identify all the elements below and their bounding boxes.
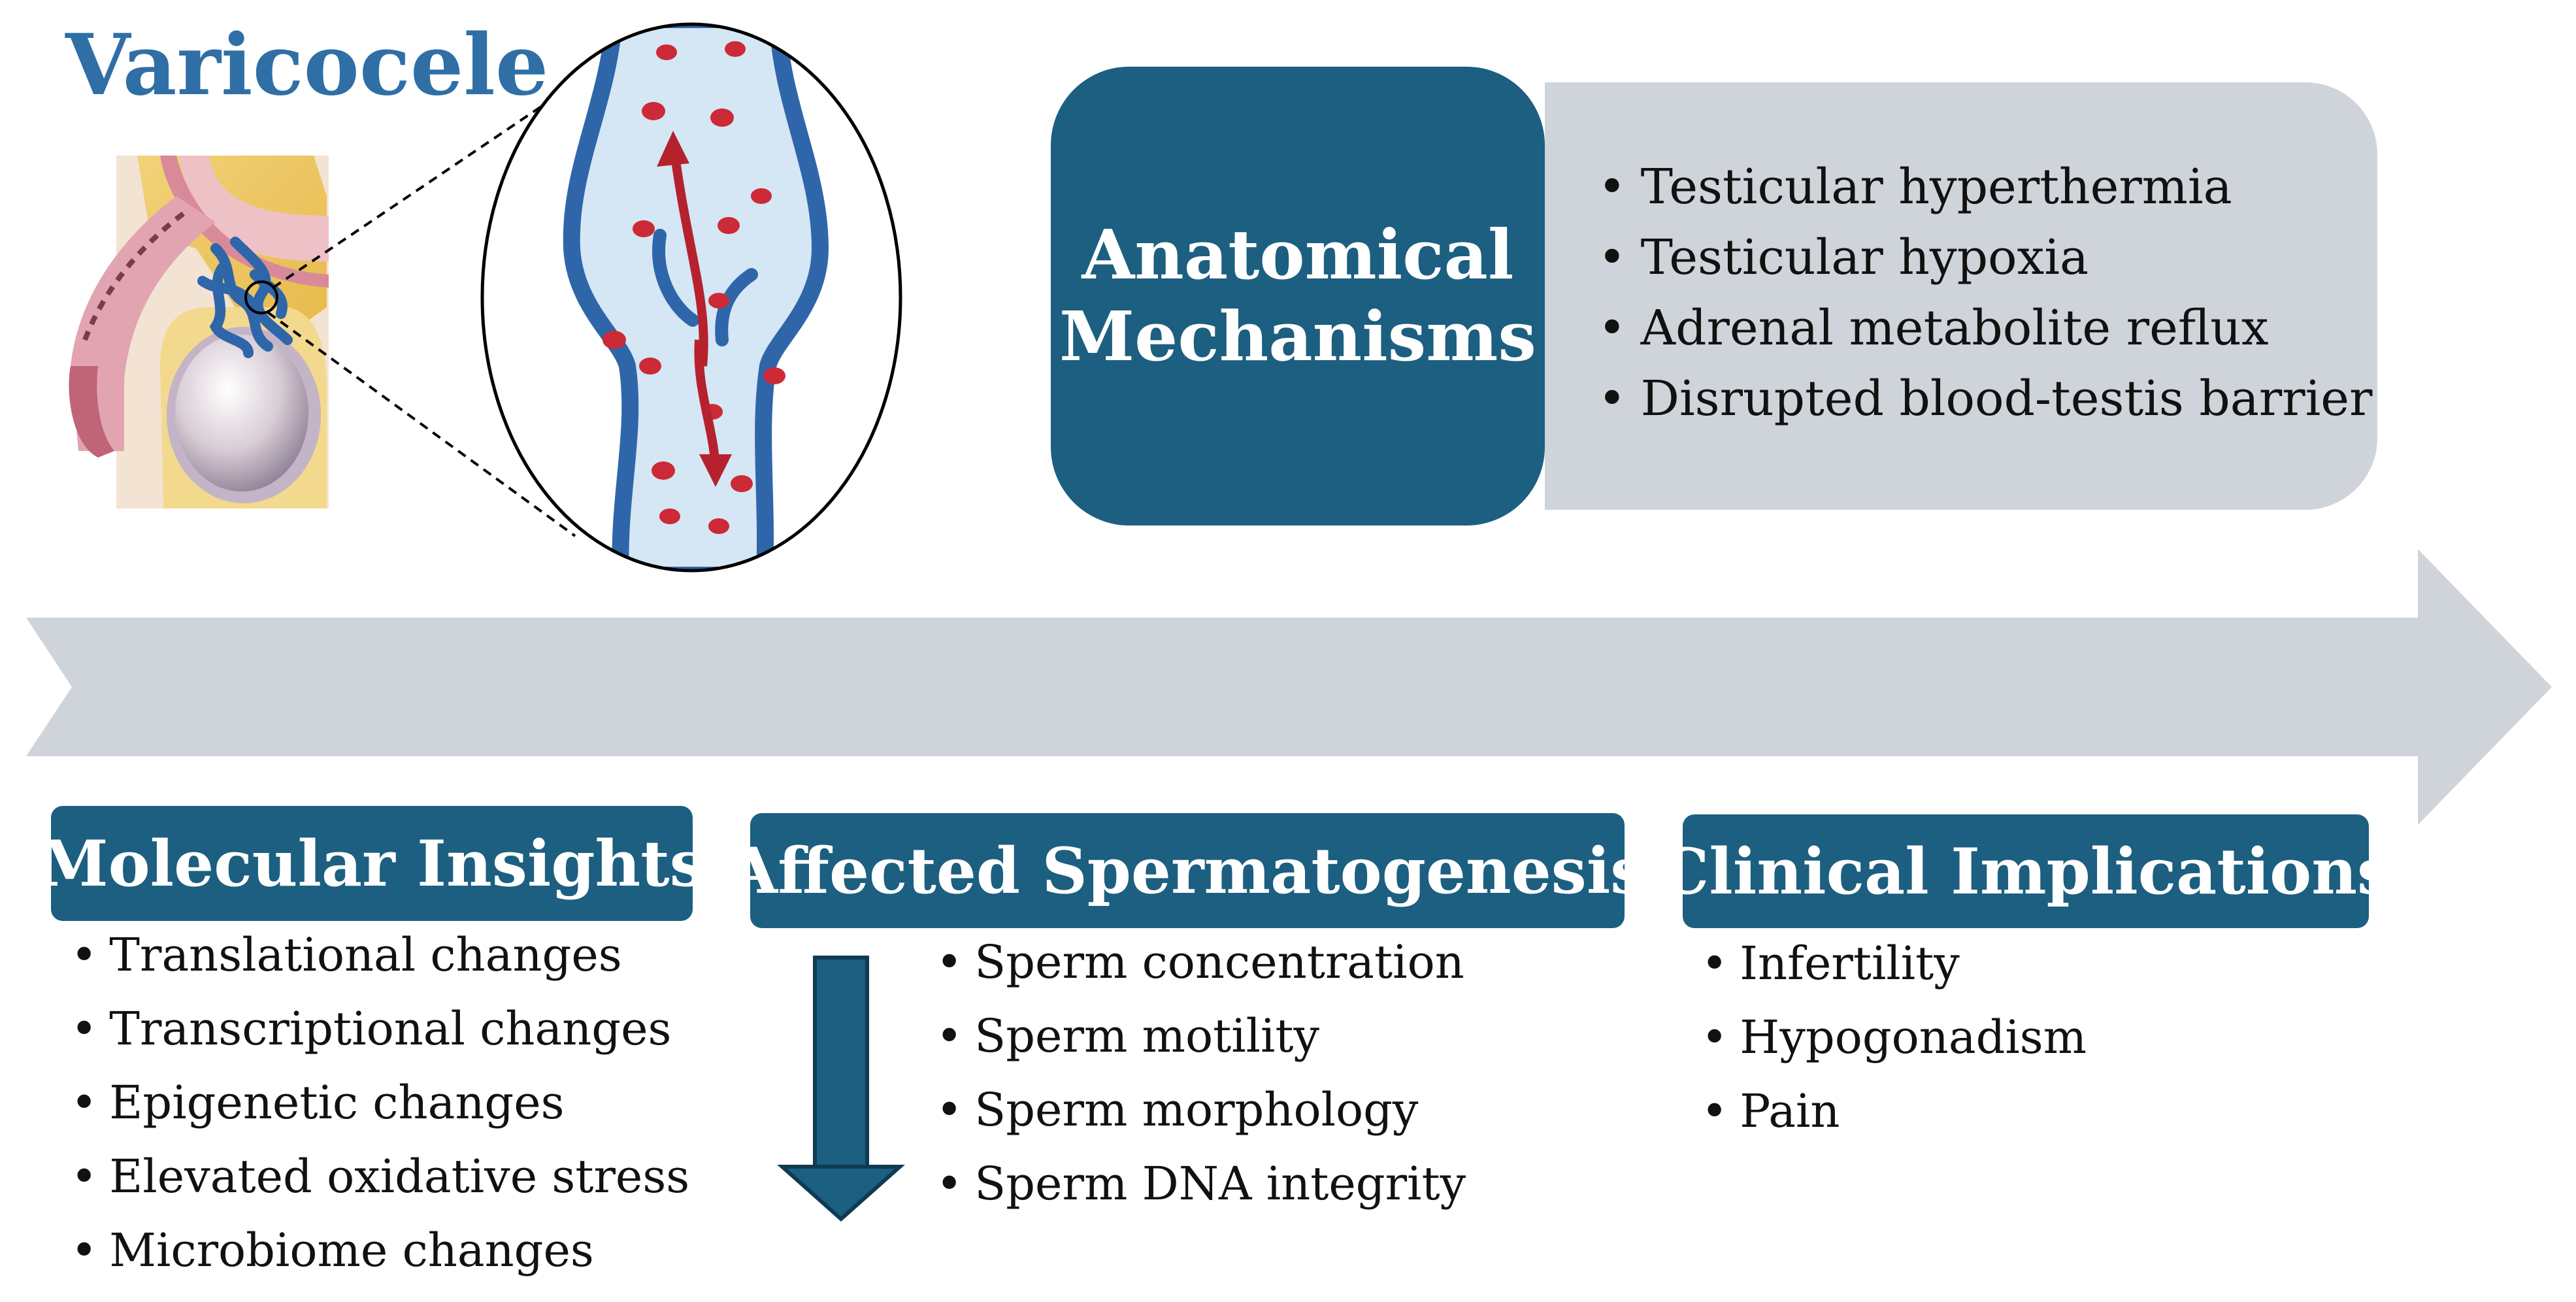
molecular-item: Elevated oxidative stress (71, 1140, 689, 1214)
mechanisms-title-box: Anatomical Mechanisms (1051, 67, 1545, 526)
spermatogenesis-item: Sperm motility (936, 999, 1466, 1073)
timeline-arrow (26, 549, 2552, 825)
molecular-item: Microbiome changes (71, 1214, 689, 1288)
spermatogenesis-item: Sperm morphology (936, 1073, 1466, 1147)
mechanisms-title-line-2: Mechanisms (1059, 296, 1536, 376)
zoom-lines (267, 82, 576, 537)
mechanism-item: Testicular hyperthermia (1598, 152, 2372, 222)
spermatogenesis-list: Sperm concentration Sperm motility Sperm… (936, 926, 1466, 1221)
clinical-item: Hypogonadism (1701, 1001, 2087, 1075)
mechanisms-list: Testicular hyperthermia Testicular hypox… (1598, 152, 2373, 434)
down-arrow (777, 956, 905, 1222)
mechanisms-title-line-1: Anatomical (1082, 214, 1514, 295)
mechanism-item: Disrupted blood-testis barrier (1598, 363, 2373, 434)
affected-spermatogenesis-header: Affected Spermatogenesis (729, 813, 1645, 928)
mechanism-item: Adrenal metabolite reflux (1598, 293, 2372, 363)
molecular-insights-list: Translational changes Transcriptional ch… (71, 918, 689, 1288)
molecular-item: Transcriptional changes (71, 992, 689, 1066)
molecular-insights-header: Molecular Insights (39, 806, 705, 921)
clinical-item: Infertility (1701, 927, 2087, 1001)
clinical-item: Pain (1701, 1075, 2087, 1148)
spermatogenesis-item: Sperm concentration (936, 926, 1466, 999)
diagram-title: Varicocele (65, 16, 549, 114)
mechanism-item: Testicular hypoxia (1598, 222, 2372, 293)
molecular-item: Epigenetic changes (71, 1066, 689, 1140)
clinical-implications-header: Clinical Implications (1659, 814, 2392, 928)
spermatogenesis-item: Sperm DNA integrity (936, 1147, 1466, 1221)
molecular-item: Translational changes (71, 918, 689, 992)
anatomy-illustration (69, 156, 329, 509)
vein-closeup (480, 22, 902, 573)
clinical-implications-list: Infertility Hypogonadism Pain (1701, 927, 2087, 1148)
